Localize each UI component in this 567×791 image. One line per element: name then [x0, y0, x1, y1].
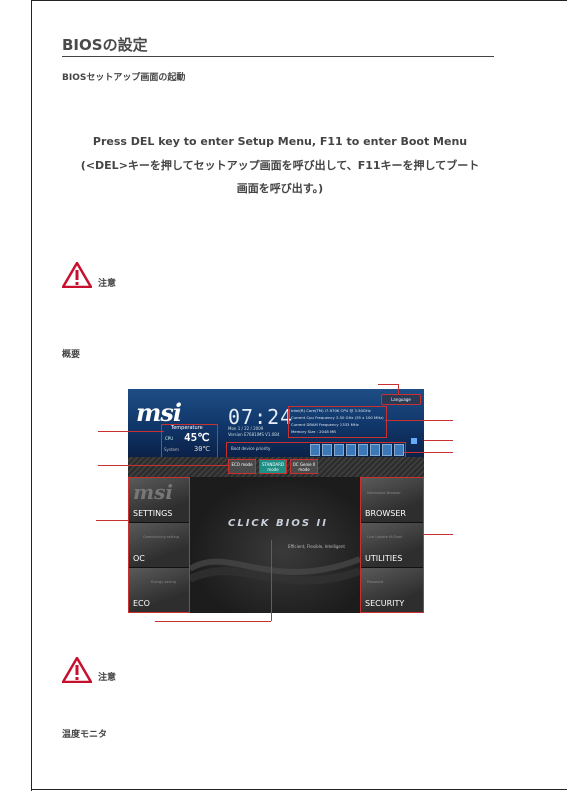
callout-line [98, 431, 164, 432]
instruction-line-3: 画面を呼び出す。) [236, 182, 324, 195]
click-bios-logo: CLICK BIOS II [228, 518, 328, 529]
cpu-temperature: 45℃ [184, 431, 210, 444]
warning-icon [62, 262, 92, 288]
callout-line [271, 540, 272, 621]
boot-device-icon[interactable] [346, 444, 356, 456]
utilities-hint: Live Update M-Flash [367, 535, 403, 539]
callout-line [155, 621, 271, 622]
slogan: Efficient, Flexible, Intelligent [288, 544, 345, 549]
eco-mode-button[interactable]: ECO mode [228, 459, 256, 474]
oc-genie-mode-button[interactable]: OC Genie II mode [290, 459, 318, 474]
system-info-line: Current DRAM Frequency 1333 MHz [291, 422, 359, 427]
boot-device-icon[interactable] [322, 444, 332, 456]
callout-line [378, 384, 398, 385]
instruction-line-2: (<DEL>キーを押してセットアップ画面を呼び出して、F11キーを押してブート [80, 159, 480, 172]
boot-device-icon[interactable] [358, 444, 368, 456]
bios-screenshot: msi Temperature CPU 45℃ System 30℃ 07:24… [128, 389, 424, 613]
page-frame-bottom [31, 789, 567, 790]
system-label: System [164, 447, 179, 452]
oc-tile[interactable]: Overclocking setting OC [129, 523, 189, 568]
callout-line [98, 465, 228, 466]
settings-tile[interactable]: msi SETTINGS [129, 478, 189, 523]
msi-watermark: msi [133, 480, 174, 504]
system-info-panel [288, 406, 387, 438]
oc-hint: Overclocking setting [143, 535, 179, 539]
boot-device-icon[interactable] [334, 444, 344, 456]
temperature-title: Temperature [171, 425, 203, 431]
utilities-tile[interactable]: Live Update M-Flash UTILITIES [361, 523, 423, 568]
eco-tile[interactable]: Energy saving ECO [129, 568, 189, 613]
boot-device-label: Boot device priority [231, 446, 271, 451]
page-frame-left [31, 0, 32, 791]
warning-label: 注意 [98, 673, 117, 683]
boot-device-icon[interactable] [310, 444, 320, 456]
callout-line [398, 384, 399, 394]
msi-logo: msi [136, 398, 182, 427]
title-rule [62, 56, 494, 57]
warning-label: 注意 [98, 279, 117, 289]
system-info-line: Current Cpu Frequency 3.50 GHz (35 x 100… [291, 415, 384, 420]
section-subtitle-overview: 概要 [62, 350, 81, 360]
section-subtitle-setup: BIOSセットアップ画面の起動 [62, 73, 186, 83]
bios-version: Version E7681IMS V1.0B4 [228, 432, 280, 437]
boot-device-icon[interactable] [370, 444, 380, 456]
left-menu-callout-box [128, 477, 190, 613]
utilities-label: UTILITIES [365, 554, 403, 563]
browser-label: BROWSER [365, 509, 406, 518]
clock: 07:24 [228, 405, 294, 429]
standard-mode-button[interactable]: STANDARD mode [259, 459, 287, 474]
warning-icon [62, 657, 92, 683]
callout-line [424, 440, 453, 441]
section-subtitle-temperature: 温度モニタ [62, 730, 108, 740]
date: Mon 1 / 22 / 2009 [228, 426, 264, 431]
callout-line [404, 452, 453, 453]
page-title: BIOSの設定 [62, 36, 148, 54]
boot-device-icon[interactable] [394, 444, 404, 456]
eco-label: ECO [133, 599, 150, 608]
instruction-line-1: Press DEL key to enter Setup Menu, F11 t… [92, 135, 468, 148]
callout-line [424, 534, 453, 535]
system-temperature: 30℃ [194, 445, 211, 453]
center-display [190, 477, 360, 613]
callout-line [96, 520, 128, 521]
language-button[interactable]: Language [381, 394, 421, 405]
boot-device-icon[interactable] [382, 444, 392, 456]
eco-hint: Energy saving [151, 580, 176, 584]
security-hint: Password [367, 580, 384, 584]
wave-decoration [190, 556, 360, 585]
system-info-line: Memory Size : 2048 MB [291, 429, 336, 434]
oc-label: OC [133, 554, 145, 563]
right-menu-callout-box [360, 477, 424, 613]
boot-menu-icon[interactable] [411, 438, 417, 444]
cpu-label: CPU [165, 436, 174, 441]
browser-hint: Mainboard Browser [367, 491, 401, 495]
page-frame-top [31, 0, 567, 1]
callout-line [385, 420, 453, 421]
settings-label: SETTINGS [133, 509, 173, 518]
security-label: SECURITY [365, 599, 405, 608]
browser-tile[interactable]: Mainboard Browser BROWSER [361, 478, 423, 523]
system-info-line: Intel(R) Core(TM) i7-970K CPU @ 3.50GHz [291, 408, 371, 413]
